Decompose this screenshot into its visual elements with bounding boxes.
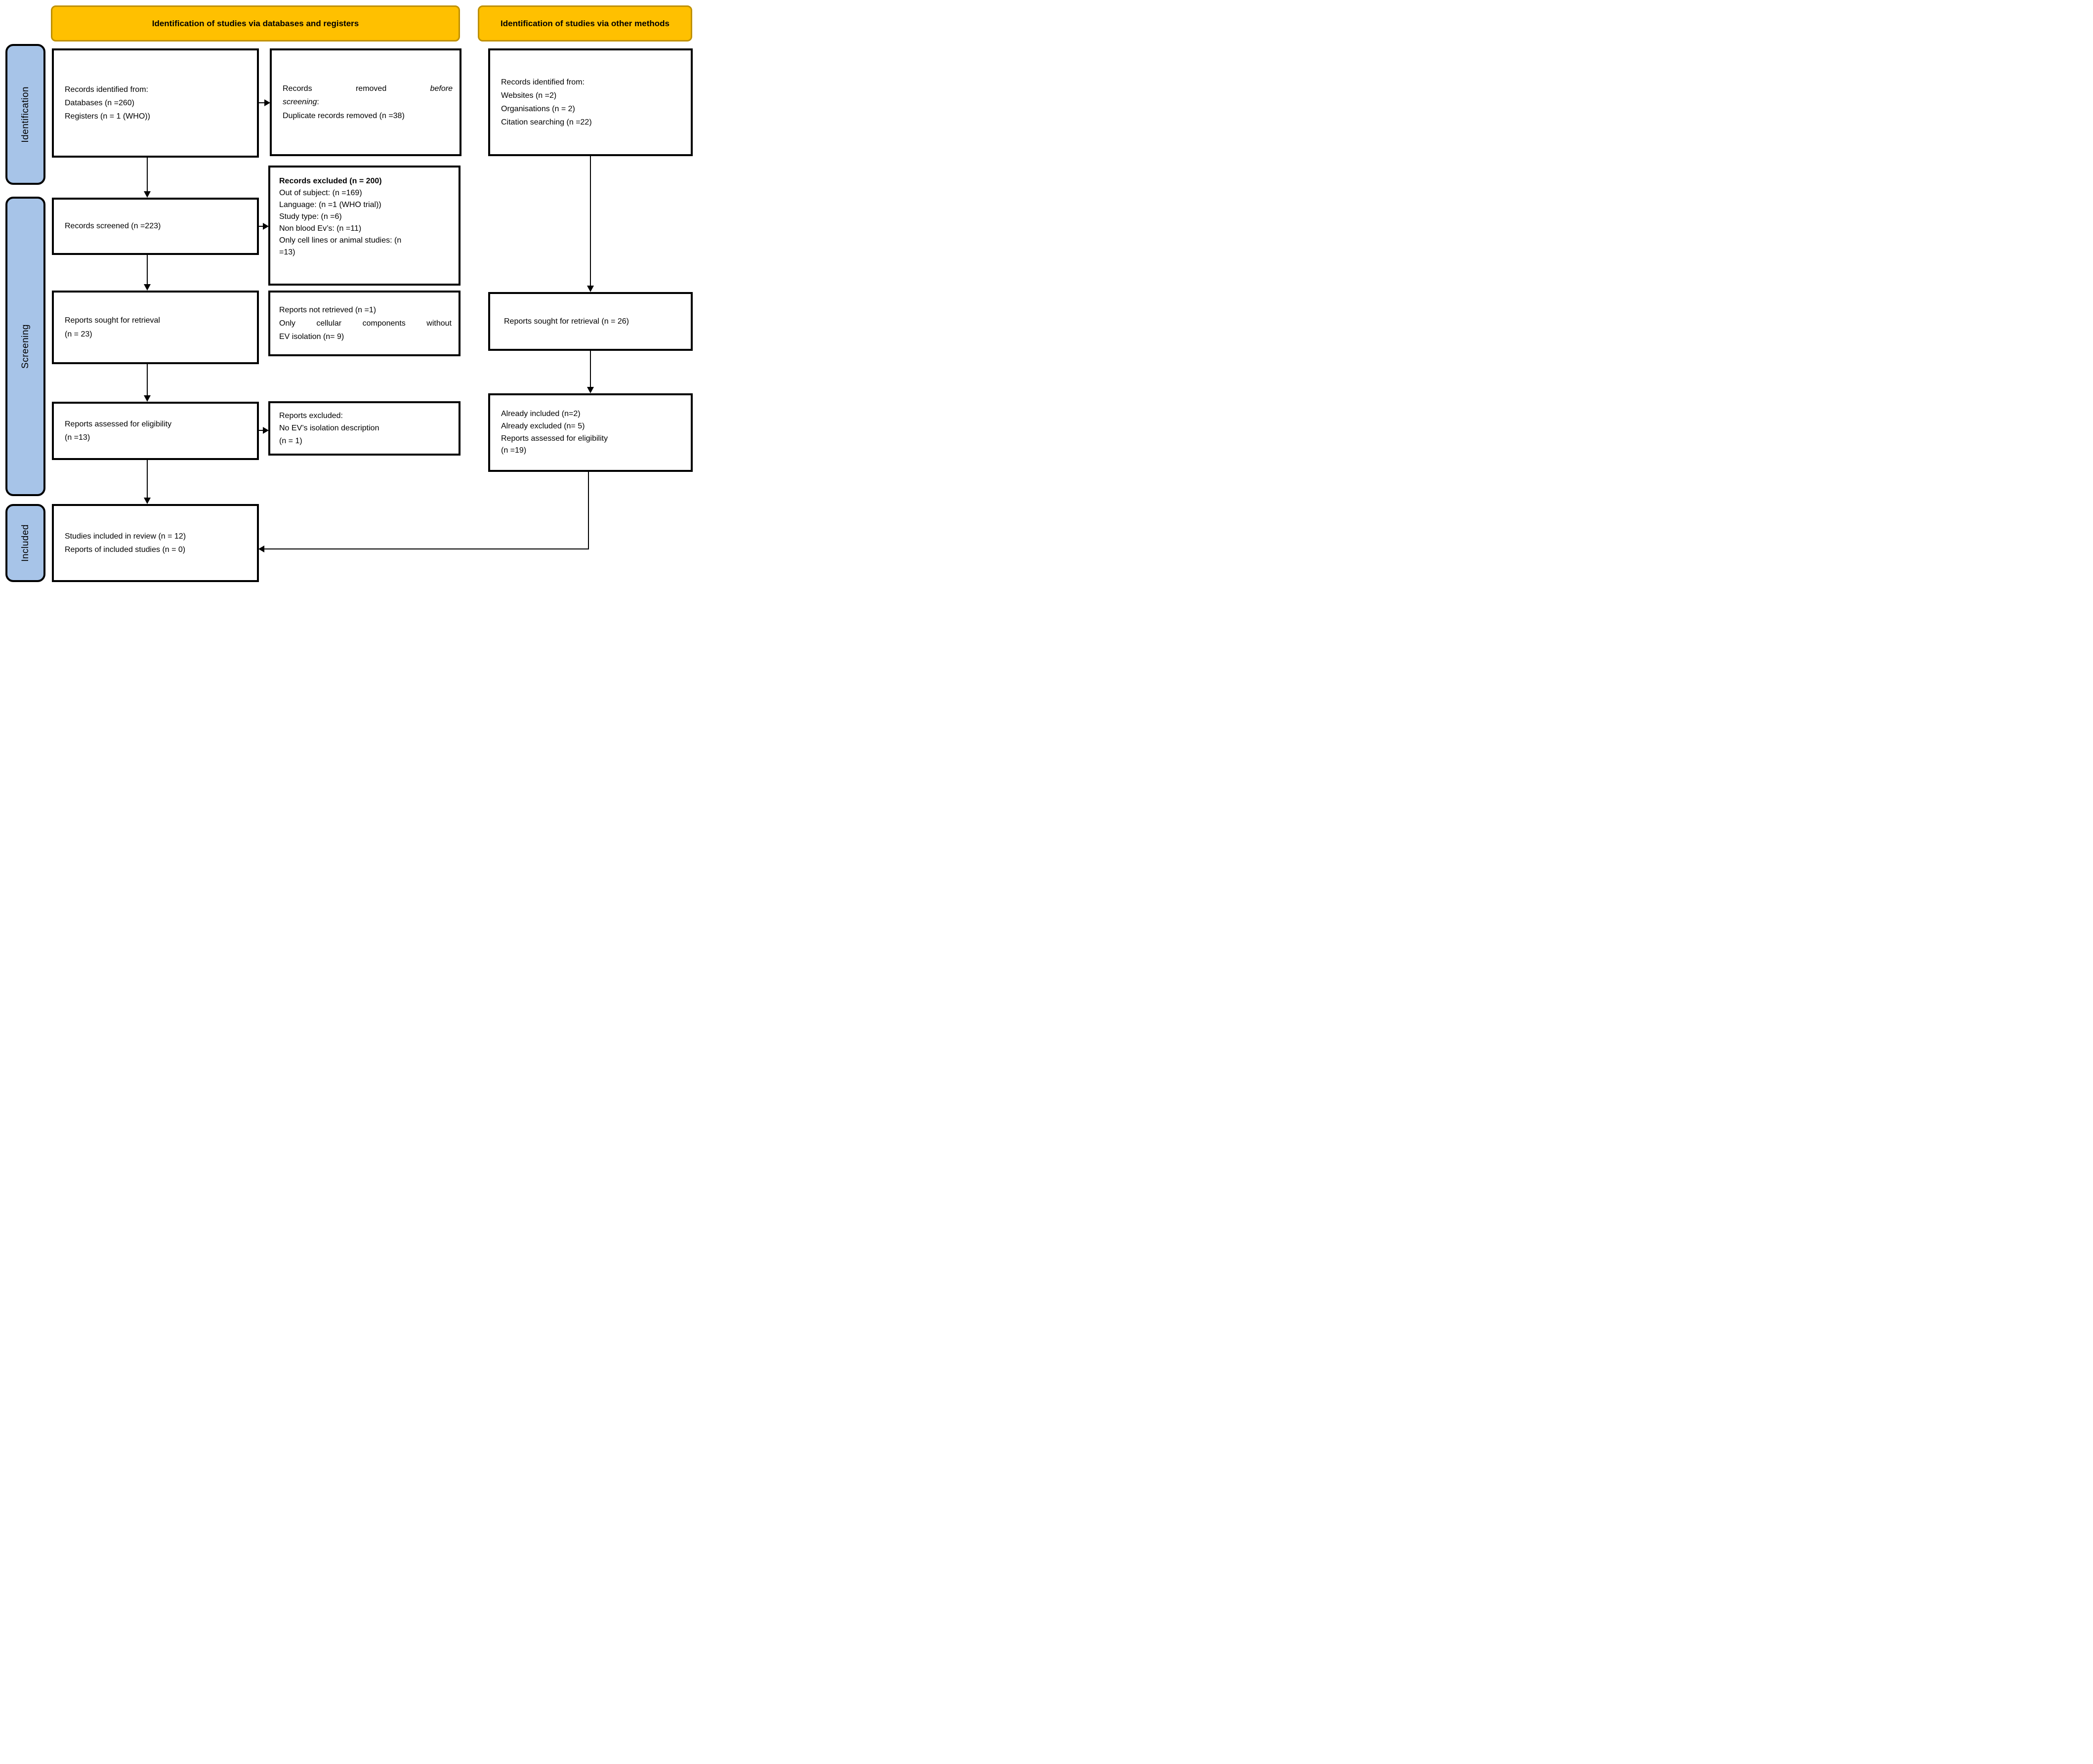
- arrow-sought-to-assessed-line: [147, 364, 148, 395]
- arrow-assessed-to-reports-excluded-line: [259, 430, 263, 431]
- text-line: Reports of included studies (n = 0): [65, 546, 186, 554]
- header-other-methods: Identification of studies via other meth…: [478, 5, 692, 42]
- box-reports-not-retrieved: Reports not retrieved (n =1) Only cellul…: [268, 291, 460, 356]
- header-databases-registers-label: Identification of studies via databases …: [152, 18, 359, 28]
- text-word: components: [362, 319, 406, 328]
- text-line: =13): [279, 248, 295, 256]
- text-line: Reports assessed for eligibility: [501, 434, 608, 443]
- arrow-assessed-to-included-head: [144, 498, 151, 504]
- text-line: Already included (n=2): [501, 409, 581, 418]
- box-other-assessed-eligibility: Already included (n=2) Already excluded (…: [488, 393, 693, 472]
- text-line: Only cellular components without: [279, 317, 452, 330]
- text-line: Records removed before: [283, 82, 453, 95]
- arrow-identified-to-screened-line: [147, 158, 148, 191]
- text-line: Studies included in review (n = 12): [65, 532, 186, 541]
- text-word: removed: [355, 84, 387, 93]
- text-word: :: [317, 98, 319, 107]
- arrow-other-to-included-horizontal: [264, 548, 589, 549]
- text-word: screening: [283, 98, 317, 107]
- arrow-identified-to-removed-line: [259, 102, 264, 103]
- box-reports-excluded: Reports excluded: No EV’s isolation descr…: [268, 401, 460, 456]
- arrow-identified-to-removed-head: [264, 99, 270, 106]
- arrow-assessed-to-included-line: [147, 460, 148, 498]
- text-line: Reports sought for retrieval (n = 26): [504, 317, 629, 326]
- text-line: Already excluded (n= 5): [501, 421, 585, 430]
- arrow-other-to-included-vertical: [588, 472, 589, 549]
- text-lines: Out of subject: (n =169) Language: (n =1 …: [279, 187, 452, 258]
- text-line: Non blood Ev’s: (n =11): [279, 224, 362, 233]
- text-line: Language: (n =1 (WHO trial)): [279, 201, 381, 209]
- text-line: Reports sought for retrieval: [65, 316, 160, 325]
- text-line: (n = 23): [65, 330, 92, 338]
- text-line: Reports excluded:: [279, 411, 343, 420]
- arrow-screened-to-sought-line: [147, 255, 148, 284]
- text-word: Only: [279, 319, 295, 328]
- box-studies-included: Studies included in review (n = 12) Repor…: [52, 504, 259, 582]
- arrow-other-identified-to-sought-head: [587, 286, 594, 292]
- text-word: Records: [283, 84, 312, 93]
- text-line: Websites (n =2): [501, 91, 557, 100]
- text-line: Records identified from:: [501, 78, 585, 86]
- text-line: (n = 1): [279, 436, 302, 445]
- arrow-screened-to-excluded-line: [259, 226, 263, 227]
- box-records-identified-databases: Records identified from: Databases (n =26…: [52, 48, 259, 158]
- header-other-methods-label: Identification of studies via other meth…: [501, 18, 670, 28]
- text-line: screening:: [283, 95, 453, 109]
- phase-included: Included: [5, 504, 45, 582]
- text-line: Databases (n =260): [65, 98, 134, 107]
- phase-screening: Screening: [5, 197, 45, 496]
- phase-identification: Identification: [5, 44, 45, 185]
- arrow-assessed-to-reports-excluded-head: [263, 427, 269, 434]
- text-line: Reports not retrieved (n =1): [279, 305, 377, 314]
- header-databases-registers: Identification of studies via databases …: [51, 5, 460, 42]
- text-word: without: [426, 319, 452, 328]
- text-line: Records excluded (n = 200): [279, 177, 382, 185]
- text-line: Records screened (n =223): [65, 222, 161, 231]
- arrow-screened-to-excluded-head: [263, 223, 269, 230]
- phase-identification-label: Identification: [20, 86, 31, 143]
- arrow-other-identified-to-sought-line: [590, 156, 591, 286]
- text-line: (n =13): [65, 433, 90, 442]
- arrow-other-to-included-head: [258, 546, 264, 552]
- text-line: EV isolation (n= 9): [279, 333, 344, 341]
- phase-included-label: Included: [20, 524, 31, 562]
- text-line: Only cell lines or animal studies: (n: [279, 236, 402, 245]
- arrow-other-sought-to-assessed-line: [590, 351, 591, 387]
- text-word: cellular: [316, 319, 342, 328]
- phase-screening-label: Screening: [20, 324, 31, 369]
- box-reports-sought-databases: Reports sought for retrieval (n = 23): [52, 291, 259, 364]
- arrow-screened-to-sought-head: [144, 284, 151, 291]
- box-records-identified-other: Records identified from: Websites (n =2) O…: [488, 48, 693, 156]
- text-line: Reports assessed for eligibility: [65, 420, 172, 428]
- box-records-removed-before-screening: Records removed before screening: Duplic…: [270, 48, 461, 156]
- text-line: Study type: (n =6): [279, 212, 342, 221]
- text-line: No EV’s isolation description: [279, 424, 379, 433]
- text-line: Registers (n = 1 (WHO)): [65, 112, 150, 121]
- text-line: (n =19): [501, 446, 527, 455]
- box-records-excluded: Records excluded (n = 200) Out of subjec…: [268, 166, 460, 286]
- text-line: Out of subject: (n =169): [279, 189, 362, 197]
- text-line: Citation searching (n =22): [501, 118, 592, 127]
- arrow-other-sought-to-assessed-head: [587, 387, 594, 393]
- text-word: before: [430, 84, 453, 93]
- box-reports-sought-other: Reports sought for retrieval (n = 26): [488, 292, 693, 351]
- text-line: Organisations (n = 2): [501, 105, 575, 113]
- arrow-sought-to-assessed-head: [144, 395, 151, 402]
- box-records-screened: Records screened (n =223): [52, 198, 259, 255]
- arrow-identified-to-screened-head: [144, 191, 151, 198]
- text-line: Duplicate records removed (n =38): [283, 111, 405, 120]
- prisma-flow-diagram: Identification of studies via databases …: [0, 0, 698, 588]
- text-line: Records identified from:: [65, 85, 148, 94]
- box-reports-assessed-databases: Reports assessed for eligibility (n =13): [52, 402, 259, 460]
